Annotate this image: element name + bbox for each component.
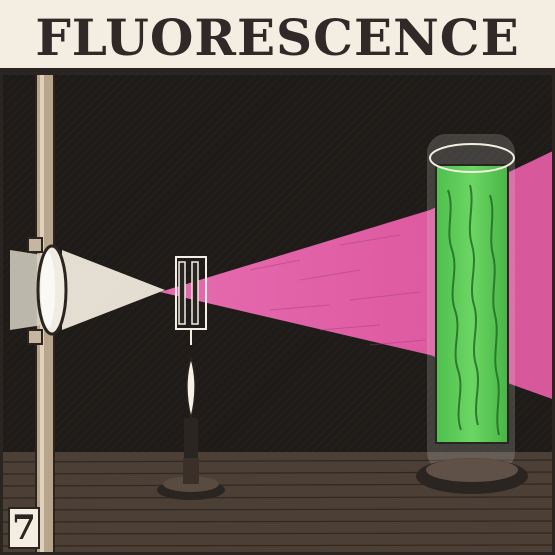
title-band: FLUORESCENCE	[0, 0, 555, 72]
page-title: FLUORESCENCE	[0, 8, 555, 67]
plate-number: 7	[12, 511, 36, 545]
experiment-scene	[0, 72, 555, 555]
plate-number-badge: 7	[8, 507, 40, 549]
cylinder-icon	[416, 135, 528, 494]
